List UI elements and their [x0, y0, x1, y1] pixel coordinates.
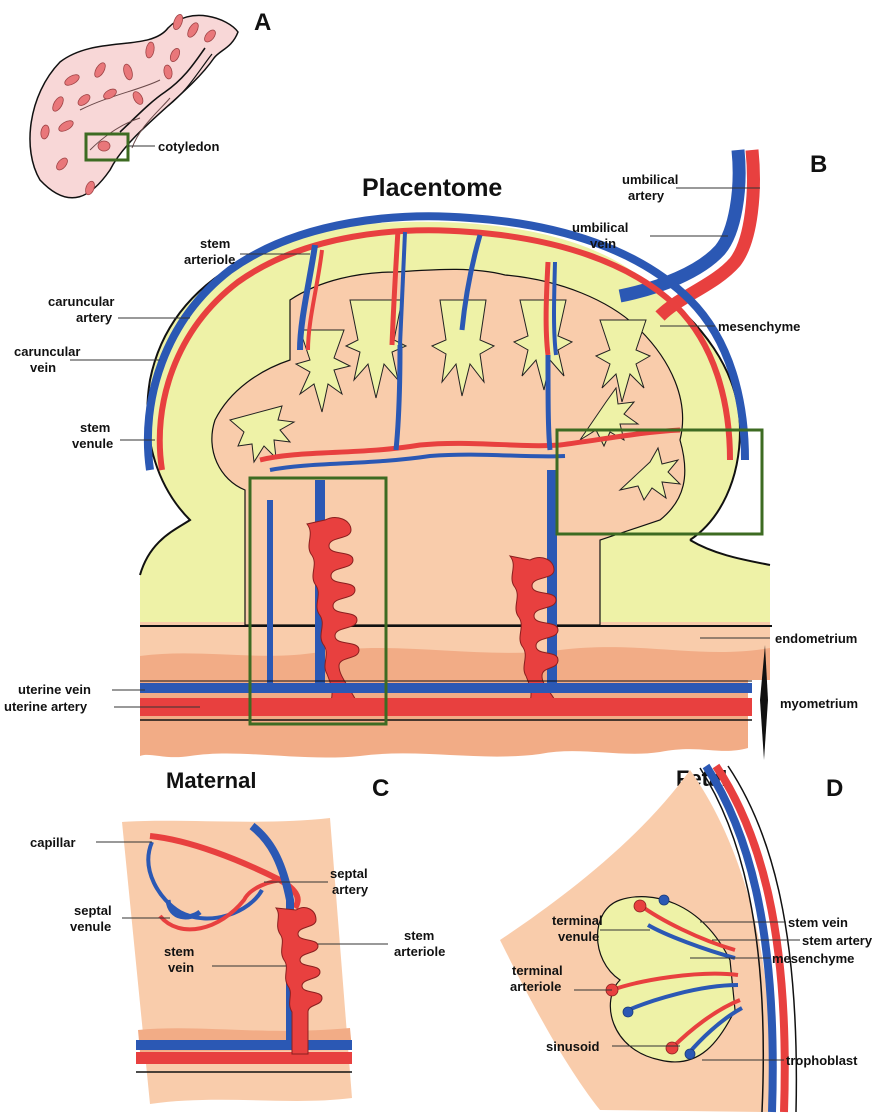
panel-d: Fetal D terminal venule stem v [500, 766, 873, 1112]
label-septal-venule: septal venule [70, 903, 115, 934]
placentome-title: Placentome [362, 174, 502, 202]
label-endometrium: endometrium [775, 631, 857, 646]
label-umbilical-artery: umbilical artery [622, 172, 682, 203]
panel-a: cotyledon A [30, 9, 271, 198]
label-sinusoid: sinusoid [546, 1039, 600, 1054]
label-myometrium: myometrium [780, 696, 858, 711]
label-caruncular-vein: caruncular vein [14, 344, 84, 375]
label-stem-venule: stem venule [72, 420, 114, 451]
label-trophoblast: trophoblast [786, 1053, 858, 1068]
maternal-title: Maternal [166, 768, 256, 793]
uterine-artery [140, 698, 752, 716]
panel-b: B Placentome [4, 150, 858, 760]
label-stem-arteriole-c: stem arteriole [394, 928, 445, 959]
label-fetal-mesenchyme: mesenchyme [772, 951, 854, 966]
panel-letter-a: A [254, 9, 271, 36]
label-uterine-vein: uterine vein [18, 682, 91, 697]
label-cotyledon: cotyledon [158, 139, 219, 154]
label-stem-vein-c: stem vein [164, 944, 198, 975]
panel-letter-c: C [372, 775, 389, 802]
label-septal-artery: septal artery [330, 866, 371, 897]
label-uterine-artery: uterine artery [4, 699, 88, 714]
label-terminal-venule: terminal venule [552, 913, 606, 944]
panel-letter-b: B [810, 151, 827, 178]
panel-letter-d: D [826, 775, 843, 802]
uterine-vein [140, 683, 752, 693]
label-fetal-stem-artery: stem artery [802, 933, 873, 948]
label-mesenchyme: mesenchyme [718, 319, 800, 334]
label-fetal-stem-vein: stem vein [788, 915, 848, 930]
label-capillar: capillar [30, 835, 76, 850]
label-stem-arteriole: stem arteriole [184, 236, 235, 267]
label-terminal-arteriole: terminal arteriole [510, 963, 566, 994]
label-caruncular-artery: caruncular artery [48, 294, 118, 325]
panel-c: Maternal C capillar septal artery septal… [30, 768, 445, 1104]
